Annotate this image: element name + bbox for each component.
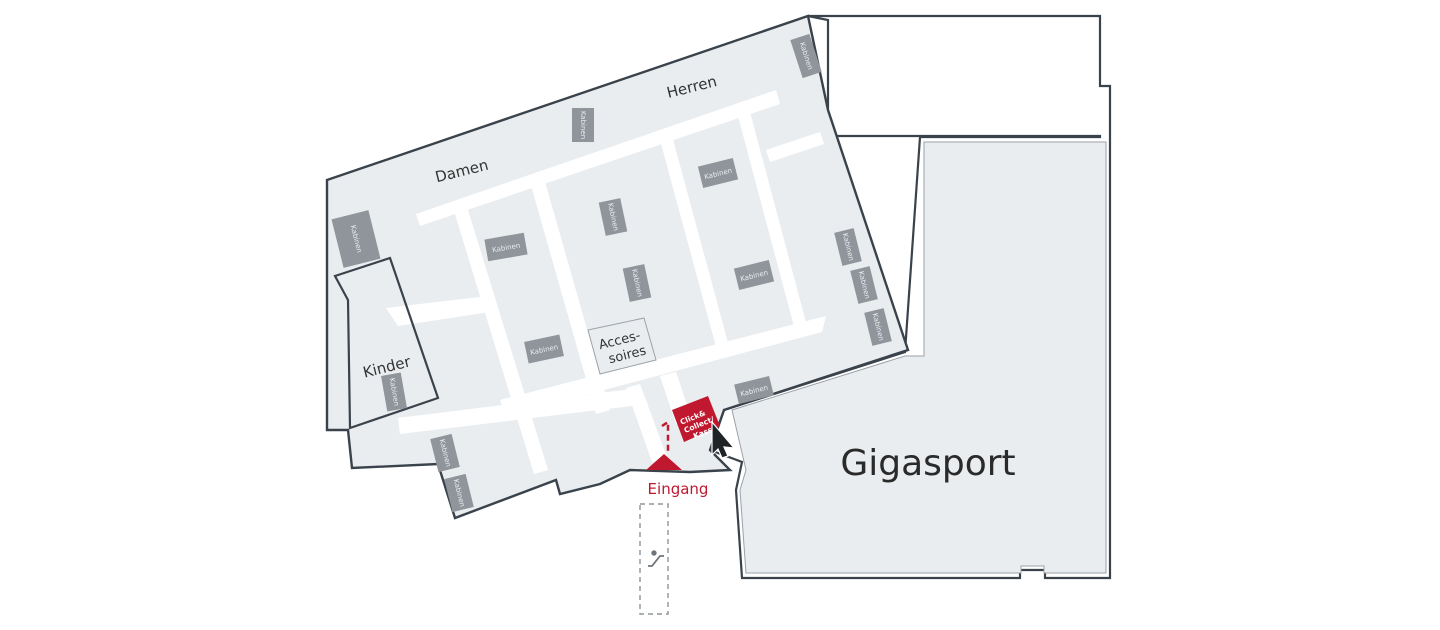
click-collect-kasse[interactable]: Click& Collect/ Kasse [672, 396, 720, 442]
cabin-block [864, 308, 892, 346]
cabin-block [734, 375, 774, 405]
accessoires-box [587, 317, 657, 375]
cabins: Kabinen Kabinen Kabinen Kabinen Kabinen … [331, 33, 892, 513]
kinder-section-outline [333, 256, 440, 430]
cabin-block [622, 264, 652, 302]
cabin-block [331, 210, 381, 268]
cabin-block [733, 259, 775, 291]
cabin-block [850, 266, 878, 304]
cabin-block [598, 198, 628, 236]
cabin-block [524, 334, 564, 364]
cabin-block [484, 232, 528, 262]
cabin-block [834, 228, 862, 266]
cabin-block [572, 108, 594, 142]
escalator[interactable] [639, 503, 669, 615]
cabin-block [430, 433, 460, 473]
cabin-block [790, 33, 822, 79]
gigasport-label: Gigasport [840, 443, 1015, 484]
aisles [386, 90, 826, 474]
fashion-store: Kabinen Kabinen Kabinen Kabinen Kabinen … [325, 14, 910, 520]
escalator-icon [648, 550, 664, 567]
entrance-triangle-icon [646, 454, 682, 470]
gigasport-building[interactable]: Gigasport [708, 14, 1112, 580]
cabin-block [381, 372, 407, 412]
gigasport-floor [731, 141, 1107, 574]
cabin-label: Kabinen [579, 111, 587, 139]
entrance-label: Eingang [648, 480, 709, 498]
cursor-arrow-icon [711, 420, 736, 459]
cabin-block [697, 157, 739, 189]
entrance-marker[interactable]: Eingang [646, 419, 709, 498]
cabin-block [444, 473, 474, 513]
